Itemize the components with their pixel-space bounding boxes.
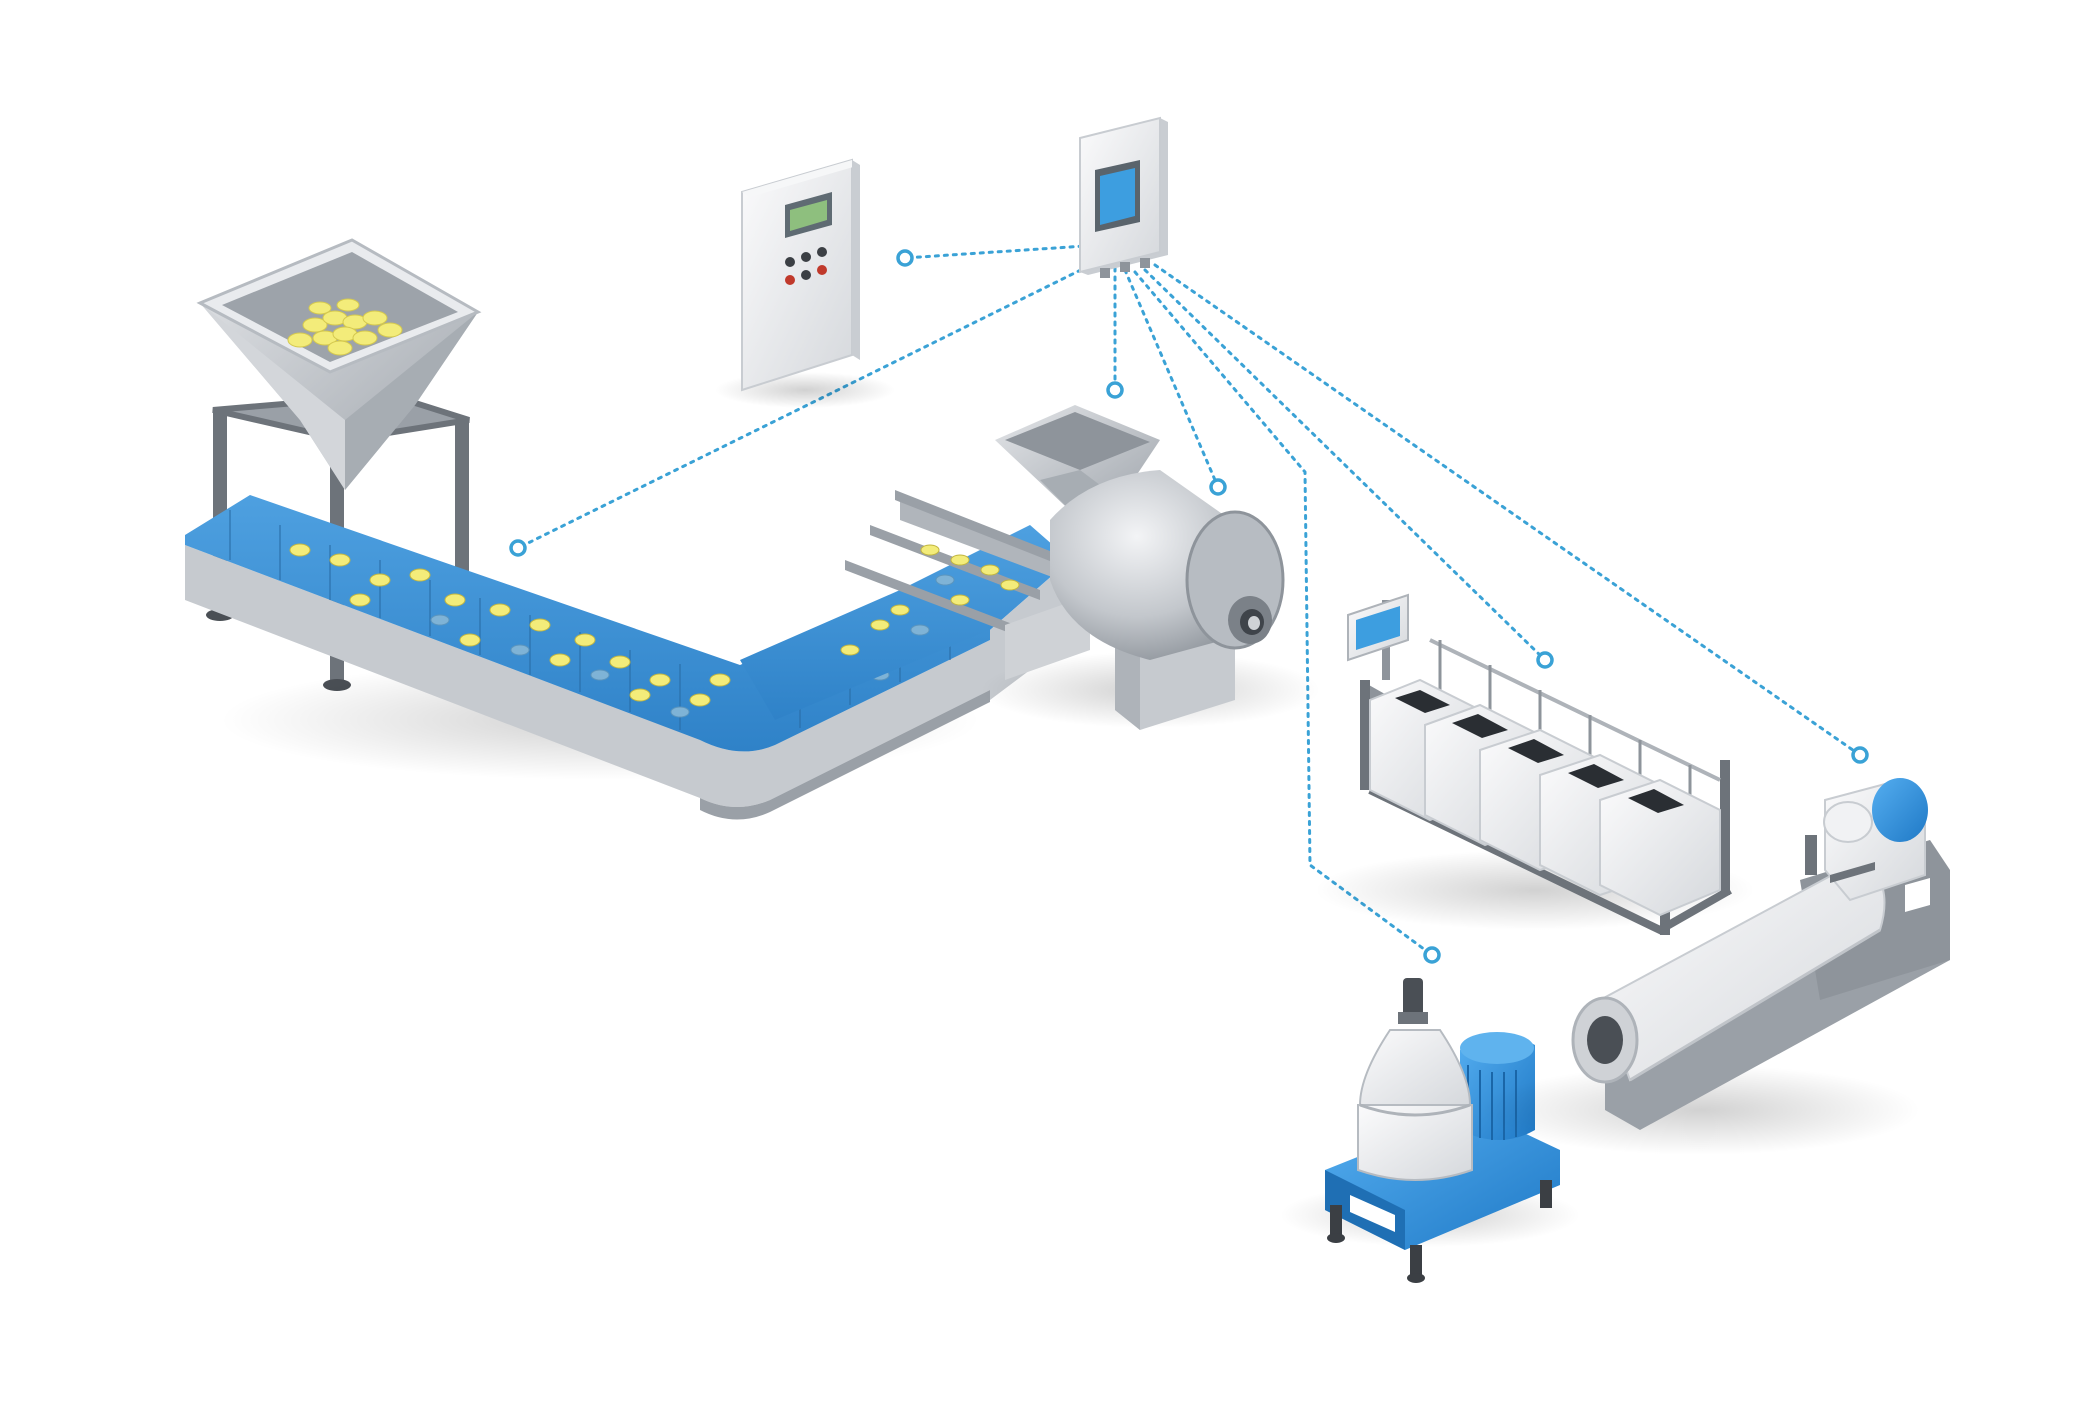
node-conveyor-belt: [509, 539, 527, 557]
wall-controller-icon: [1079, 116, 1168, 278]
link-to-control-cabinet: [903, 243, 1102, 260]
node-drum-grinder: [1209, 478, 1227, 496]
node-control-cabinet: [896, 249, 914, 267]
link-to-drum-grinder: [1123, 268, 1220, 489]
hopper-product-pile: [287, 298, 403, 356]
connection-nodes: [509, 249, 1869, 964]
filling-station-icon: [1315, 593, 1755, 935]
link-to-filling-station: [1143, 268, 1547, 662]
drum-grinder-icon: [980, 405, 1320, 730]
cabinet-display-icon: [785, 192, 832, 238]
link-to-screw-conveyor: [1153, 263, 1862, 757]
node-grinder-hopper: [1106, 381, 1124, 399]
node-centrifuge: [1423, 946, 1441, 964]
centrifuge-separator-icon: [1280, 978, 1580, 1283]
belt-products: [289, 543, 951, 718]
node-screw-conveyor: [1851, 746, 1869, 764]
node-filling-station: [1536, 651, 1554, 669]
filling-bins: [1369, 678, 1721, 917]
control-cabinet-icon: [715, 158, 895, 408]
controller-screen-icon: [1095, 160, 1140, 232]
cabinet-buttons-icon: [785, 247, 827, 285]
screw-conveyor-icon: [1480, 778, 1950, 1155]
